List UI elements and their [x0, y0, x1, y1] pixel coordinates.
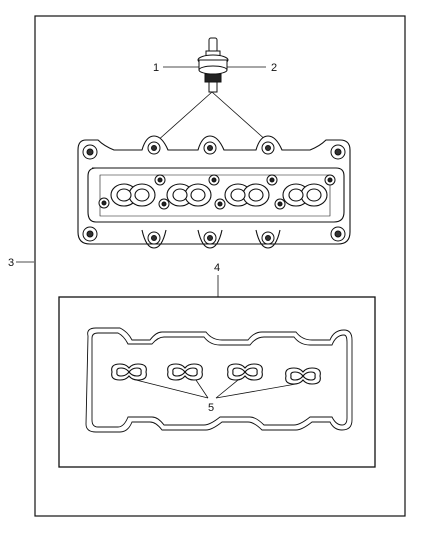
valve-cover — [77, 135, 351, 249]
gasket-kit-box — [58, 296, 376, 468]
callout-3: 3 — [8, 257, 14, 269]
callout-5: 5 — [208, 402, 214, 414]
plug-tube-bosses — [110, 183, 328, 207]
inner-fasteners — [98, 174, 336, 210]
part-leaders — [155, 91, 269, 143]
pcv-valve-part — [197, 37, 229, 93]
leaders-5 — [135, 379, 297, 399]
callout-4: 4 — [214, 262, 220, 274]
callout-1: 1 — [153, 62, 159, 74]
tube-seals — [111, 363, 321, 385]
kit-outline-frame — [34, 15, 406, 517]
cover-gasket — [85, 327, 353, 433]
callout-2: 2 — [271, 62, 277, 74]
cover-bolts — [82, 141, 346, 245]
